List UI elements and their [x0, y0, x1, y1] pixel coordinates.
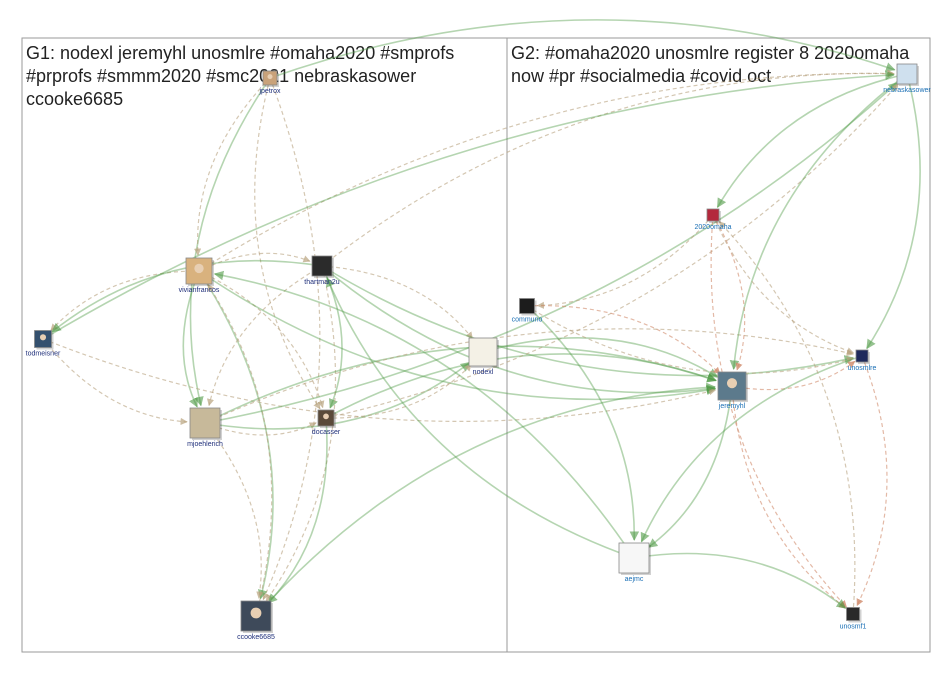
group-title-g1: G1: nodexl jeremyhl unosmlre #omaha2020 … — [26, 43, 459, 109]
graph-node-2020omaha[interactable]: 2020omaha — [695, 209, 732, 231]
graph-edge — [527, 306, 720, 374]
graph-node-mjoehlerich[interactable]: mjoehlerich — [187, 408, 223, 448]
graph-node-todmeisner[interactable]: todmeisner — [26, 331, 61, 358]
avatar-head-icon — [194, 264, 203, 273]
graph-edge — [268, 418, 327, 603]
group-title-g1-line: #prprofs #smmm2020 #smc2021 nebraskasowe… — [26, 66, 416, 86]
node-label: jeremyhl — [718, 403, 746, 410]
graph-edge — [190, 78, 270, 405]
graph-edge — [43, 339, 715, 421]
communo-logo-icon — [520, 299, 535, 314]
graph-edge — [642, 356, 862, 542]
avatar-head-icon — [727, 378, 737, 388]
unosmlre-logo-icon — [856, 350, 868, 362]
group-title-g2-line: G2: #omaha2020 unosmlre register 8 2020o… — [511, 43, 910, 63]
graph-edge — [208, 284, 272, 616]
node-label: jpetrox — [258, 88, 281, 95]
node-label: nodexl — [473, 369, 494, 376]
node-label: 2020omaha — [695, 224, 732, 231]
node-label: aejmc — [625, 576, 644, 583]
graph-edge — [326, 354, 716, 418]
graph-edge — [718, 74, 907, 207]
graph-edge — [43, 75, 894, 339]
node-label: ccooke6685 — [237, 634, 275, 641]
graph-node-vivianfrancos[interactable]: vivianfrancos — [179, 258, 220, 294]
node-label: communo — [512, 317, 543, 324]
node-label: docasser — [312, 429, 341, 436]
node-label: todmeisner — [26, 351, 61, 358]
graph-edge — [205, 83, 897, 423]
sky-photo-icon — [897, 64, 917, 84]
graph-edge — [537, 215, 713, 306]
graph-node-jeremyhl[interactable]: jeremyhl — [718, 372, 748, 410]
graph-edge — [199, 74, 894, 271]
graph-edge — [648, 386, 732, 547]
graph-edge — [322, 266, 473, 339]
node-label: vivianfrancos — [179, 287, 220, 294]
graph-edge — [198, 78, 270, 255]
avatar-head-icon — [251, 608, 262, 619]
graph-node-unosmf1[interactable]: unosmf1 — [840, 608, 867, 631]
node-label: nebraskasower — [883, 87, 931, 94]
avatar-head-icon — [40, 334, 46, 340]
edge-layer — [43, 20, 920, 616]
graph-edge — [205, 423, 261, 598]
node-label: mjoehlerich — [187, 441, 223, 448]
group-title-g2-line: now #pr #socialmedia #covid oct — [511, 66, 771, 86]
group-box-g1 — [22, 38, 507, 652]
graph-edge — [215, 274, 634, 558]
avatar-head-icon — [267, 74, 272, 79]
avatar-head-icon — [323, 414, 329, 420]
graph-edge — [857, 356, 887, 605]
graph-edge — [711, 215, 846, 607]
group-box-g2 — [507, 38, 930, 652]
graph-node-ccooke6685[interactable]: ccooke6685 — [237, 601, 275, 641]
node-label: unosmlre — [848, 365, 877, 372]
graph-edge — [199, 271, 715, 399]
node-label: thartman2u — [304, 279, 340, 286]
graph-node-aejmc[interactable]: aejmc — [619, 543, 651, 583]
nodexl-logo-icon — [469, 338, 497, 366]
graph-node-unosmlre[interactable]: unosmlre — [848, 350, 877, 372]
unosmf1-logo-icon — [847, 608, 860, 621]
graph-edge — [713, 215, 745, 370]
graph-node-communo[interactable]: communo — [512, 299, 543, 324]
graph-edge — [867, 74, 920, 348]
node-layer: jpetrox vivianfrancos thartman2u todmeisner… — [26, 64, 932, 641]
node-label: unosmf1 — [840, 624, 867, 631]
graph-edge — [327, 278, 634, 558]
group-title-g1-line: ccooke6685 — [26, 89, 123, 109]
flag-logo-icon — [707, 209, 719, 221]
graph-edge — [205, 329, 853, 423]
tower-photo-icon — [190, 408, 220, 438]
group-title-g1-line: G1: nodexl jeremyhl unosmlre #omaha2020 … — [26, 43, 454, 63]
graph-edge — [322, 266, 853, 376]
th2u-logo-icon — [312, 256, 332, 276]
graph-node-nodexl[interactable]: nodexl — [469, 338, 499, 376]
aejmc-logo-icon — [619, 543, 649, 573]
graph-edge — [634, 554, 846, 609]
group-title-g2: G2: #omaha2020 unosmlre register 8 2020o… — [511, 43, 914, 86]
